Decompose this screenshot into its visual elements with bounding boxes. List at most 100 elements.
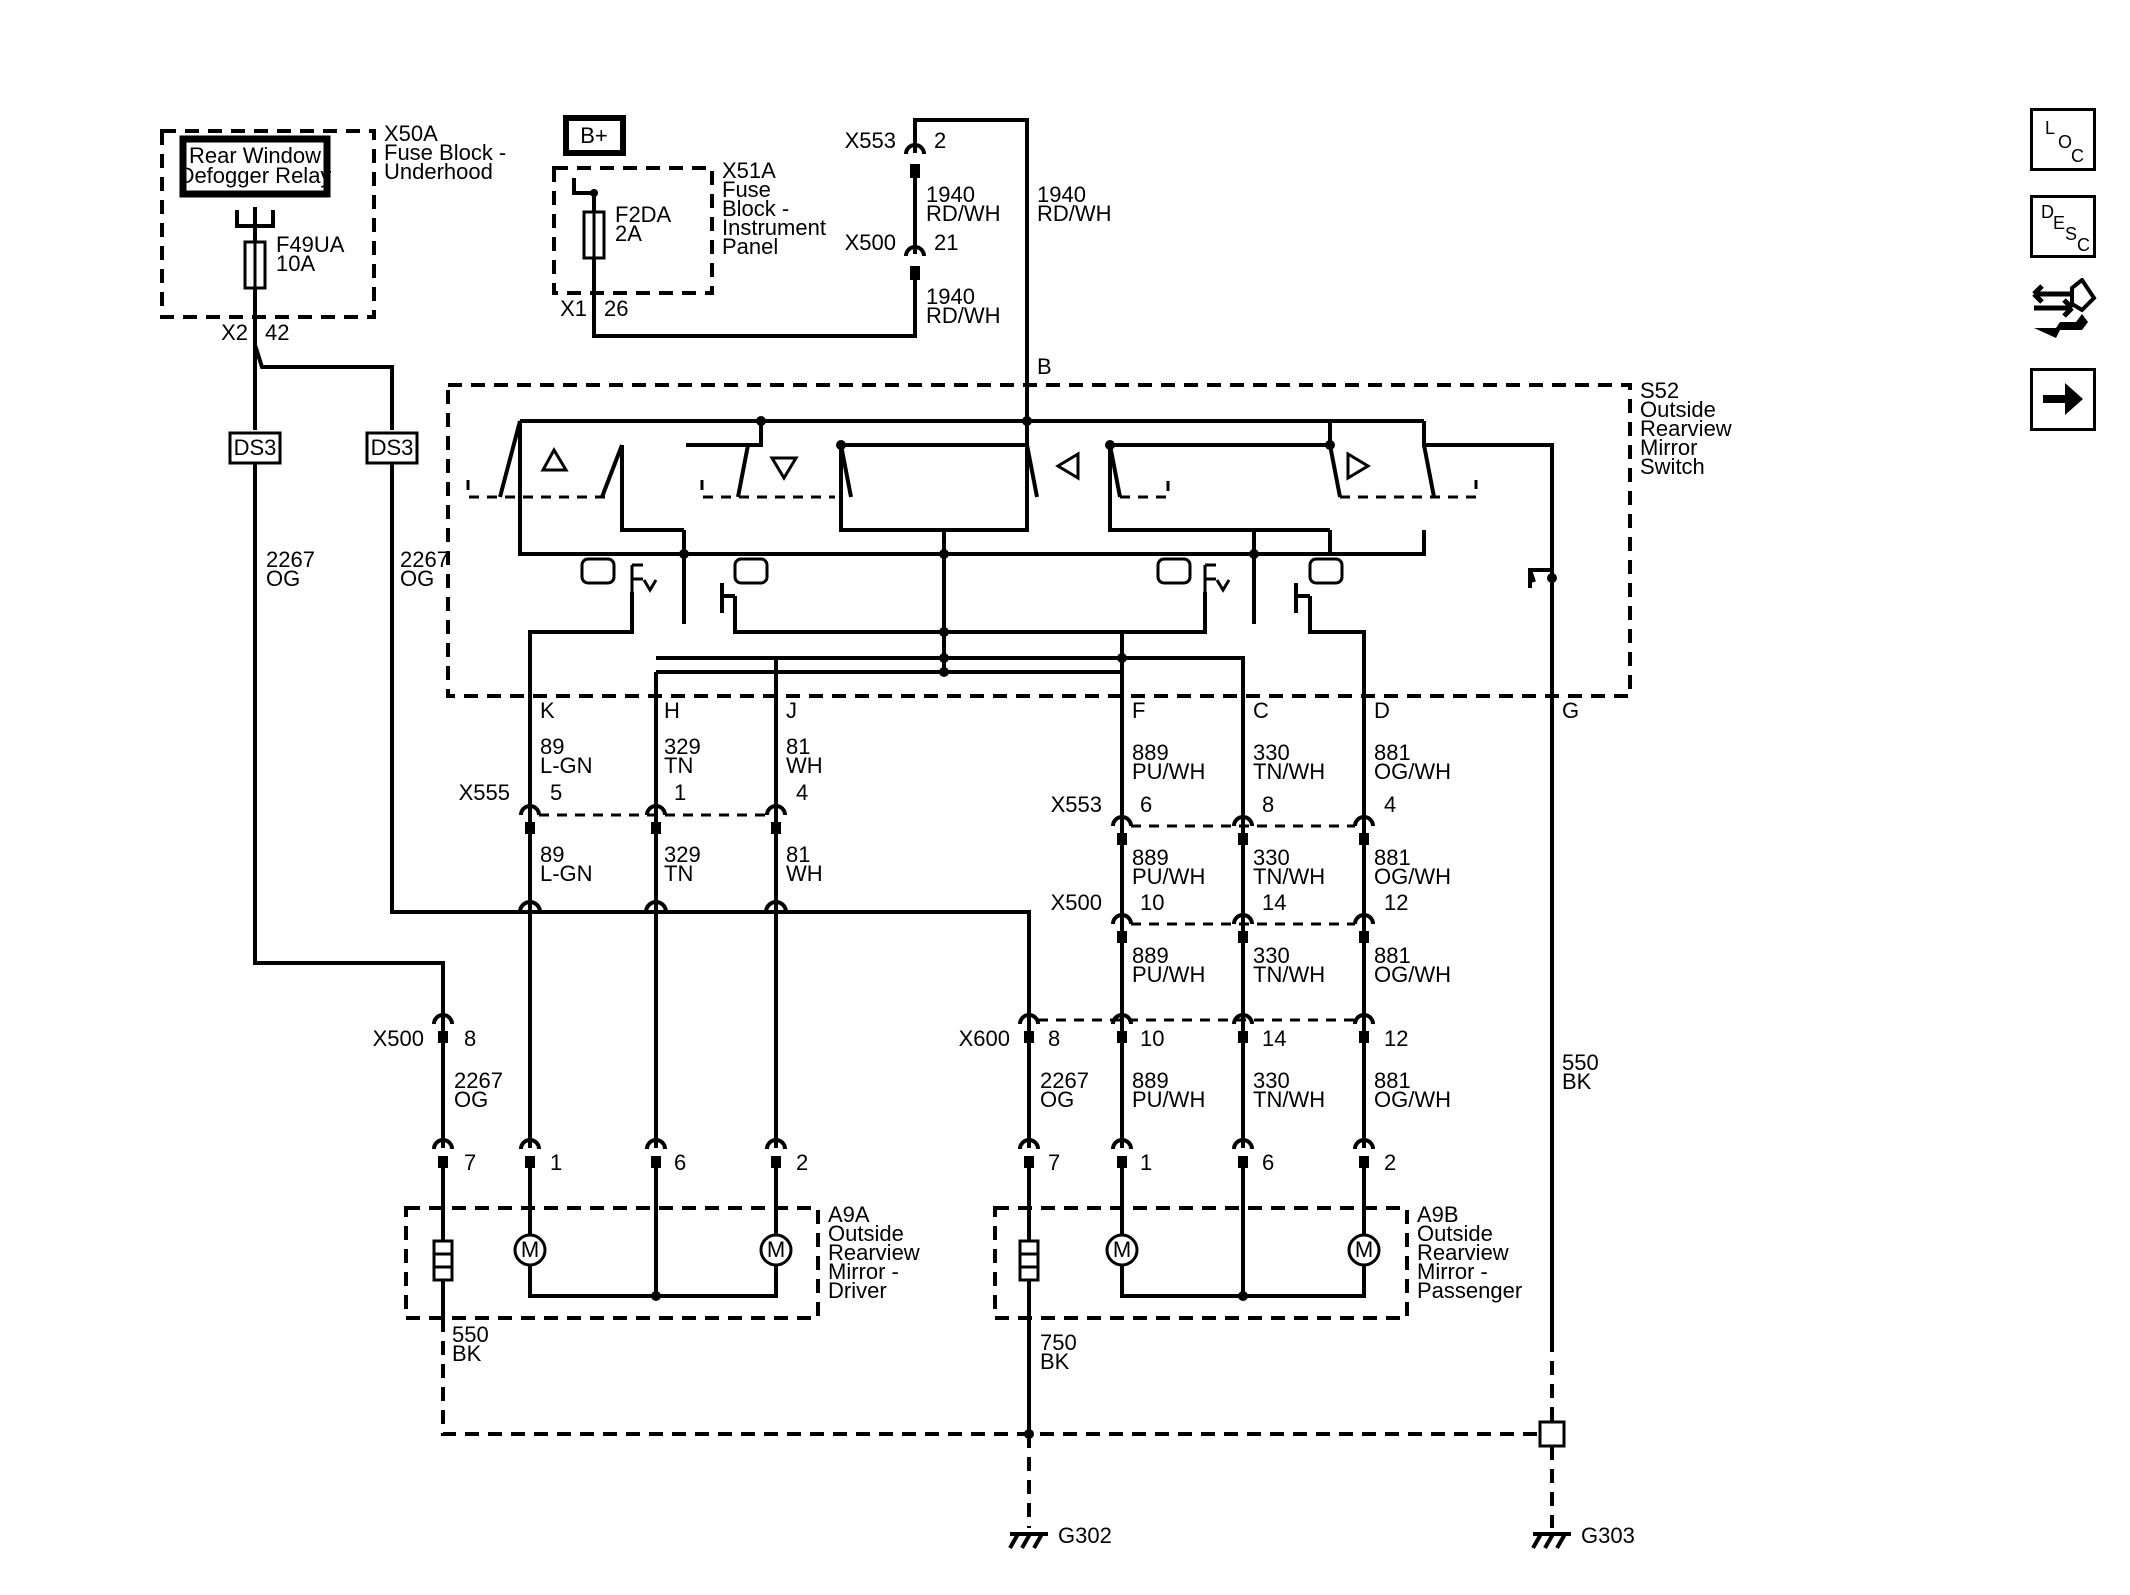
svg-text:1940: 1940 [926, 284, 975, 309]
svg-text:881: 881 [1374, 1068, 1411, 1093]
svg-text:881: 881 [1374, 943, 1411, 968]
svg-text:Mirror: Mirror [1640, 435, 1697, 460]
rear-window-defogger-relay: Rear Window Defogger Relay [179, 135, 331, 198]
svg-text:6: 6 [1262, 1150, 1274, 1175]
svg-text:OG: OG [400, 566, 434, 591]
svg-text:M: M [1113, 1237, 1131, 1262]
x50a-line2: Underhood [384, 159, 493, 184]
svg-text:Fuse: Fuse [722, 177, 771, 202]
location-button[interactable]: L O C [2030, 108, 2096, 171]
svg-text:OG/WH: OG/WH [1374, 864, 1451, 889]
motor-driver-2: M [759, 1233, 793, 1267]
svg-text:889: 889 [1132, 943, 1169, 968]
svg-text:Outside: Outside [828, 1221, 904, 1246]
x2-conn: X2 [221, 320, 248, 345]
svg-text:PU/WH: PU/WH [1132, 759, 1205, 784]
svg-text:2267: 2267 [266, 547, 315, 572]
svg-text:Switch: Switch [1640, 454, 1705, 479]
a9a-driver-mirror: A9A Outside Rearview Mirror - Driver [404, 1202, 920, 1320]
ds3-splice-right: DS3 [365, 431, 419, 465]
svg-text:PU/WH: PU/WH [1132, 962, 1205, 987]
x50a-line1: Fuse Block - [384, 140, 506, 165]
svg-text:6: 6 [1140, 792, 1152, 817]
svg-text:Panel: Panel [722, 234, 778, 259]
svg-text:G302: G302 [1058, 1523, 1112, 1548]
ground-g302-icon: G302 [1008, 1523, 1112, 1549]
switch-pin-f: F [1132, 698, 1145, 723]
heater-element-passenger [1018, 1239, 1040, 1282]
arrow-right-icon [2043, 383, 2083, 415]
svg-text:A9A: A9A [828, 1202, 870, 1227]
svg-text:2: 2 [796, 1150, 808, 1175]
switch-pin-c: C [1253, 698, 1269, 723]
svg-text:M: M [521, 1237, 539, 1262]
svg-text:2267: 2267 [400, 547, 449, 572]
svg-text:X1: X1 [560, 296, 587, 321]
svg-text:12: 12 [1384, 890, 1408, 915]
svg-text:8: 8 [1262, 792, 1274, 817]
left-arrow-icon [1055, 451, 1080, 481]
ground-g303-icon: G303 [1531, 1523, 1635, 1549]
svg-text:X500: X500 [1051, 890, 1102, 915]
svg-text:DS3: DS3 [234, 435, 277, 460]
svg-text:14: 14 [1262, 890, 1286, 915]
x2-pin: 42 [265, 320, 289, 345]
svg-text:2267: 2267 [454, 1068, 503, 1093]
svg-text:L-GN: L-GN [540, 861, 593, 886]
svg-text:329: 329 [664, 734, 701, 759]
svg-text:OG/WH: OG/WH [1374, 759, 1451, 784]
svg-text:2: 2 [1384, 1150, 1396, 1175]
f49ua-id: F49UA [276, 232, 345, 257]
svg-text:4: 4 [1384, 792, 1396, 817]
svg-text:Instrument: Instrument [722, 215, 826, 240]
svg-text:OG/WH: OG/WH [1374, 962, 1451, 987]
switch-pin-h: H [664, 698, 680, 723]
x50a-fuse-block: X50A Fuse Block - Underhood [160, 121, 506, 319]
up-arrow-icon [540, 446, 569, 472]
svg-text:Rearview: Rearview [1417, 1240, 1509, 1265]
svg-text:Mirror -: Mirror - [828, 1259, 899, 1284]
down-arrow-icon [769, 456, 799, 481]
svg-text:21: 21 [934, 230, 958, 255]
svg-text:Rearview: Rearview [828, 1240, 920, 1265]
svg-text:330: 330 [1253, 943, 1290, 968]
svg-text:OG/WH: OG/WH [1374, 1087, 1451, 1112]
svg-text:DS3: DS3 [371, 435, 414, 460]
svg-text:26: 26 [604, 296, 628, 321]
svg-text:550: 550 [452, 1322, 489, 1347]
svg-text:M: M [767, 1237, 785, 1262]
switch-pin-k: K [540, 698, 555, 723]
svg-text:7: 7 [1048, 1150, 1060, 1175]
svg-text:PU/WH: PU/WH [1132, 1087, 1205, 1112]
svg-text:750: 750 [1040, 1330, 1077, 1355]
svg-text:TN/WH: TN/WH [1253, 759, 1325, 784]
svg-text:S52: S52 [1640, 378, 1679, 403]
svg-text:4: 4 [796, 780, 808, 805]
svg-text:1: 1 [1140, 1150, 1152, 1175]
mirror-icon [580, 557, 1344, 585]
svg-text:WH: WH [786, 753, 823, 778]
svg-text:881: 881 [1374, 740, 1411, 765]
svg-text:TN: TN [664, 753, 693, 778]
f2da-fuse: F2DA 2A [582, 202, 672, 260]
a9b-passenger-mirror: A9B Outside Rearview Mirror - Passenger [993, 1202, 1522, 1320]
description-button[interactable]: D E S C [2030, 195, 2096, 258]
svg-text:12: 12 [1384, 1026, 1408, 1051]
switch-pin-b: B [1037, 354, 1052, 379]
svg-text:Outside: Outside [1417, 1221, 1493, 1246]
svg-text:B+: B+ [580, 123, 608, 148]
svg-text:Mirror -: Mirror - [1417, 1259, 1488, 1284]
svg-text:L-GN: L-GN [540, 753, 593, 778]
svg-text:7: 7 [464, 1150, 476, 1175]
connector-wrench-icon[interactable] [2030, 277, 2098, 344]
svg-text:X600: X600 [959, 1026, 1010, 1051]
svg-text:TN: TN [664, 861, 693, 886]
right-arrow-icon [1346, 451, 1371, 481]
svg-text:81: 81 [786, 842, 810, 867]
f49ua-fuse: F49UA 10A [243, 232, 345, 290]
relay-line1: Rear Window [189, 143, 321, 168]
svg-text:RD/WH: RD/WH [926, 201, 1001, 226]
next-button[interactable] [2030, 368, 2096, 431]
svg-text:A9B: A9B [1417, 1202, 1459, 1227]
